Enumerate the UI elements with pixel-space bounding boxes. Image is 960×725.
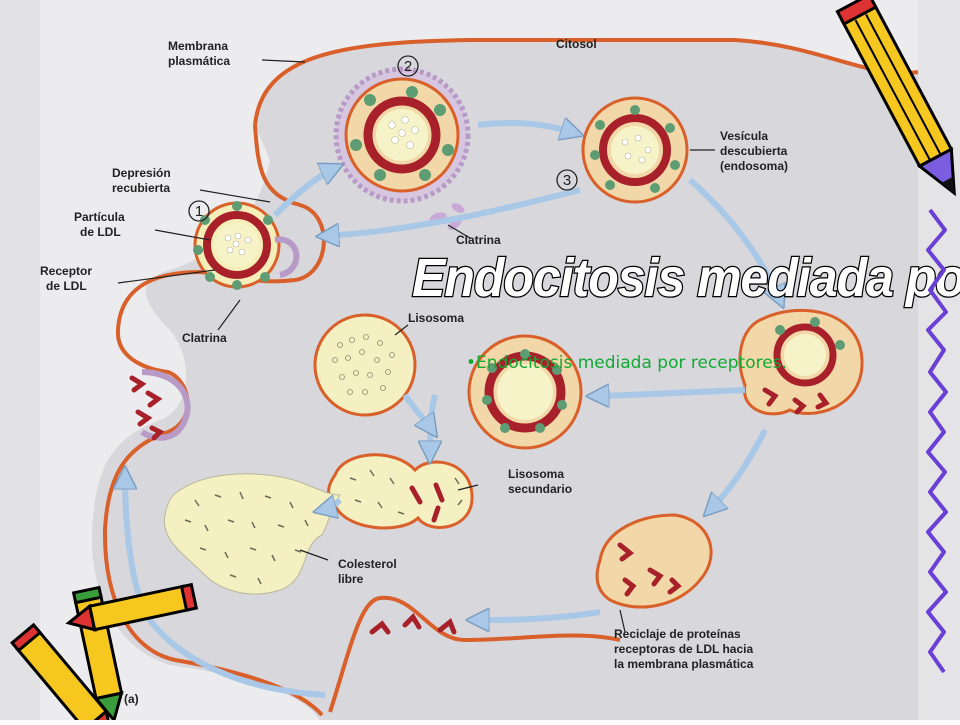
coated-pit-ldl bbox=[193, 201, 300, 290]
label-clatrina-top: Clatrina bbox=[456, 233, 501, 247]
label-vesicula-1: Vesícula bbox=[720, 129, 768, 143]
lysosome bbox=[313, 313, 417, 417]
pencil-icon-bottom-left-3 bbox=[65, 582, 199, 632]
endosome-ldl bbox=[467, 334, 583, 450]
process-arrows bbox=[125, 123, 780, 698]
label-depresion-2: recubierta bbox=[112, 181, 170, 195]
sorting-endosome bbox=[738, 308, 864, 416]
left-membrane-pit bbox=[129, 369, 191, 441]
label-depresion-1: Depresión bbox=[112, 166, 171, 180]
bottom-receptors bbox=[369, 612, 457, 635]
free-cholesterol bbox=[163, 473, 341, 595]
label-receptor-1: Receptor bbox=[40, 264, 92, 278]
step-3-circle bbox=[556, 169, 578, 191]
label-lisosoma-sec-1: Lisosoma bbox=[508, 467, 564, 481]
label-lisosoma-sec-2: secundario bbox=[508, 482, 572, 496]
step-markers bbox=[188, 55, 578, 222]
slide-title: Endocitosis mediada por receptores. bbox=[412, 248, 960, 308]
slide-bullet: •Endocitosis mediada por receptores. bbox=[466, 353, 787, 373]
step-1-label: 1 bbox=[195, 203, 203, 220]
label-colesterol-2: libre bbox=[338, 572, 364, 586]
step-2-circle bbox=[397, 55, 419, 77]
label-reciclaje-1: Reciclaje de proteínas bbox=[614, 627, 741, 641]
coated-vesicle bbox=[333, 66, 471, 204]
decorative-squiggle bbox=[926, 208, 948, 674]
label-colesterol-1: Colesterol bbox=[338, 557, 397, 571]
label-reciclaje-2: receptoras de LDL hacia bbox=[614, 642, 753, 656]
label-vesicula-2: descubierta bbox=[720, 144, 788, 158]
label-particula-2: de LDL bbox=[80, 225, 121, 239]
pencil-icon-top-right bbox=[835, 0, 956, 197]
leader-lines bbox=[117, 59, 715, 633]
secondary-lysosome bbox=[327, 453, 474, 530]
label-citosol: Citosol bbox=[556, 37, 597, 51]
step-1-circle bbox=[188, 200, 210, 222]
label-membrana-2: plasmática bbox=[168, 54, 230, 68]
label-particula-1: Partícula bbox=[74, 210, 125, 224]
label-vesicula-3: (endosoma) bbox=[720, 159, 788, 173]
label-lisosoma: Lisosoma bbox=[408, 311, 464, 325]
recycling-vesicle bbox=[595, 513, 713, 609]
step-2-label: 2 bbox=[404, 58, 412, 75]
bottom-membrane-pit bbox=[328, 595, 621, 713]
left-margin bbox=[0, 0, 40, 720]
label-receptor-2: de LDL bbox=[46, 279, 87, 293]
label-reciclaje-3: la membrana plasmática bbox=[614, 657, 754, 671]
step-3-label: 3 bbox=[563, 172, 571, 189]
label-panel: (a) bbox=[124, 692, 139, 706]
uncoated-vesicle bbox=[581, 96, 689, 204]
label-membrana-1: Membrana bbox=[168, 39, 228, 53]
label-clatrina-left: Clatrina bbox=[182, 331, 227, 345]
plasma-membrane bbox=[253, 38, 919, 126]
